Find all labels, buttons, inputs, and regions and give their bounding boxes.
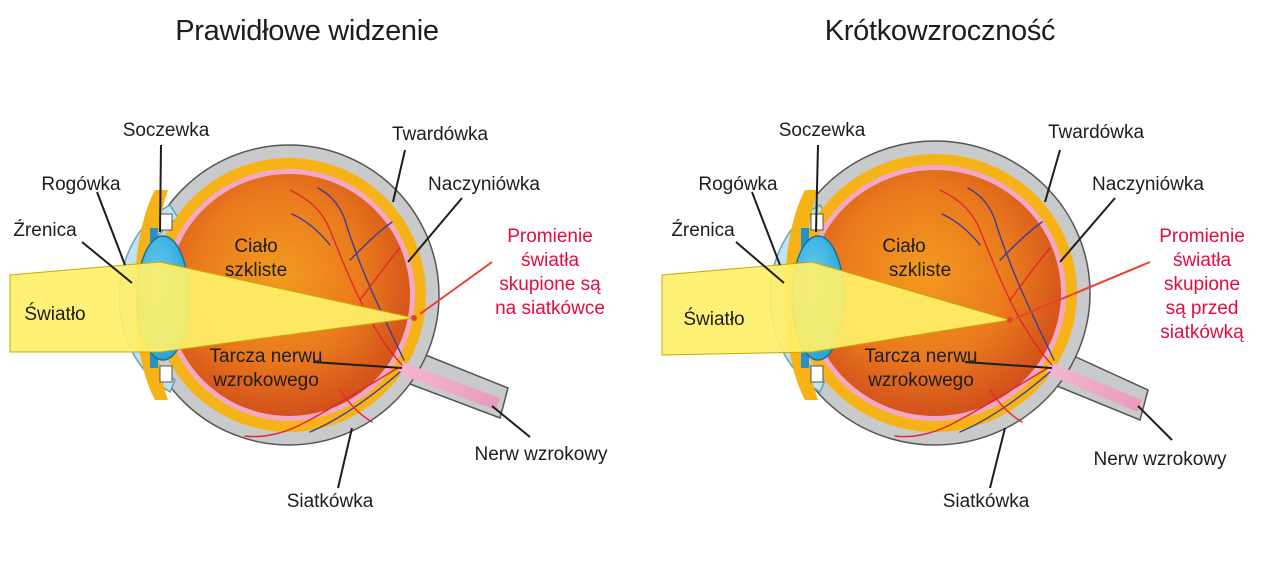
focus-point [1007, 317, 1013, 323]
ciliary-lower [810, 365, 824, 383]
label-focus-3: skupione są [499, 274, 601, 295]
label-choroid: Naczyniówka [1092, 174, 1204, 195]
label-focus-2: światła [521, 250, 580, 271]
labels: Soczewka Twardówka Rogówka Naczyniówka Ź… [671, 120, 1244, 512]
retinal-vessels [894, 187, 1055, 438]
label-focus-1: Promienie [507, 226, 593, 247]
label-cornea: Rogówka [41, 174, 121, 195]
label-focus-2: światła [1173, 250, 1232, 271]
eyeball [9, 144, 509, 446]
label-focus-4: są przed [1166, 298, 1239, 319]
label-retina: Siatkówka [943, 491, 1030, 512]
ciliary-lower [159, 365, 173, 383]
panel-normal-vision: Prawidłowe widzenie [9, 15, 608, 512]
label-optic-disc-1: Tarcza nerwu [865, 346, 978, 367]
leader-lines [735, 144, 1173, 489]
label-lens: Soczewka [779, 120, 866, 141]
leader-lines [81, 144, 531, 489]
label-cornea: Rogówka [698, 174, 778, 195]
label-pupil: Źrenica [671, 220, 735, 241]
optic-nerve [398, 362, 500, 410]
label-pupil: Źrenica [13, 220, 77, 241]
label-optic-nerve: Nerw wzrokowy [474, 444, 608, 465]
optic-nerve [1046, 362, 1142, 412]
retinal-vessels [244, 187, 405, 438]
panel-title: Prawidłowe widzenie [175, 15, 439, 47]
light-beam [9, 261, 415, 353]
label-light: Światło [683, 308, 744, 330]
label-optic-nerve: Nerw wzrokowy [1093, 449, 1227, 470]
label-optic-disc-1: Tarcza nerwu [210, 346, 323, 367]
eyeball [661, 140, 1149, 446]
label-sclera: Twardówka [392, 124, 489, 145]
label-optic-disc-2: wzrokowego [212, 370, 319, 391]
label-vitreous-1: Ciało [234, 236, 277, 257]
label-vitreous-1: Ciało [882, 236, 925, 257]
light-beam [661, 261, 1011, 356]
panel-myopia: Krótkowzroczność [661, 15, 1245, 512]
focus-point [411, 315, 417, 321]
label-lens: Soczewka [123, 120, 210, 141]
panel-title: Krótkowzroczność [825, 15, 1056, 47]
labels: Soczewka Twardówka Rogówka Naczyniówka Ź… [13, 120, 608, 512]
label-vitreous-2: szkliste [225, 260, 287, 281]
label-sclera: Twardówka [1048, 122, 1145, 143]
label-vitreous-2: szkliste [889, 260, 951, 281]
label-retina: Siatkówka [287, 491, 374, 512]
label-optic-disc-2: wzrokowego [867, 370, 974, 391]
label-choroid: Naczyniówka [428, 174, 540, 195]
label-light: Światło [24, 303, 85, 325]
ciliary-upper [159, 213, 173, 231]
label-focus-5: siatkówką [1160, 322, 1244, 343]
label-focus-1: Promienie [1159, 226, 1245, 247]
label-focus-3: skupione [1164, 274, 1240, 295]
label-focus-4: na siatkówce [495, 298, 605, 319]
